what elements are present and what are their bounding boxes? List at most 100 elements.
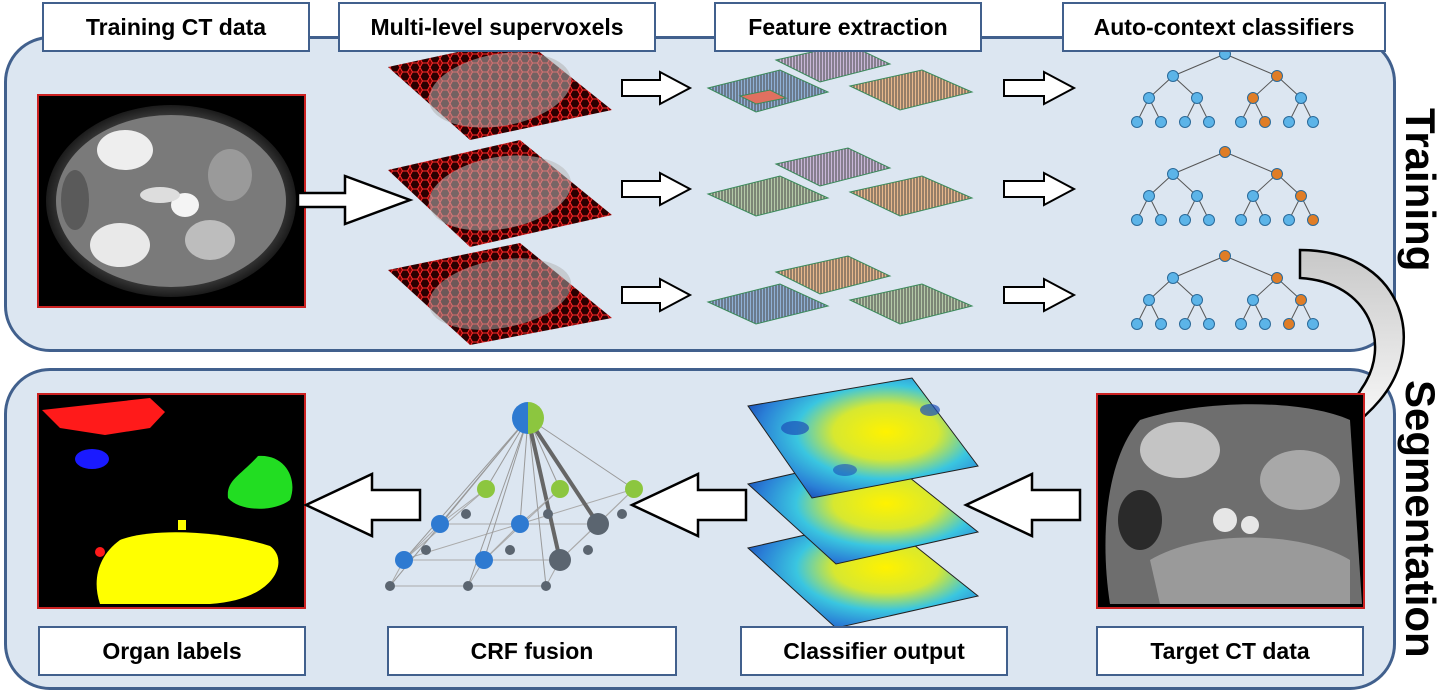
crf-root-node-left xyxy=(512,402,528,434)
tree-node xyxy=(1247,92,1259,104)
arrow-small-2 xyxy=(621,171,693,207)
crf-node xyxy=(617,509,627,519)
tree-node xyxy=(1295,294,1307,306)
crf-edge xyxy=(526,417,562,561)
label-multi-level-supervoxels: Multi-level supervoxels xyxy=(338,2,656,52)
tree-node xyxy=(1271,272,1283,284)
tree-node xyxy=(1191,92,1203,104)
arrow-ct-to-supervoxels xyxy=(296,174,414,226)
crf-node xyxy=(549,549,571,571)
arrow-small-6 xyxy=(1003,277,1077,313)
tree-node xyxy=(1219,146,1231,158)
tree-edge xyxy=(1224,151,1278,175)
crf-root-node-right xyxy=(528,402,544,434)
tree-node xyxy=(1191,190,1203,202)
tree-node xyxy=(1179,318,1191,330)
feature-grids-1 xyxy=(706,43,974,113)
crf-edge xyxy=(527,417,635,490)
supervoxel-slice-3 xyxy=(388,243,612,345)
tree-node xyxy=(1203,214,1215,226)
tree-node xyxy=(1271,168,1283,180)
crf-node xyxy=(463,581,473,591)
training-ct-image xyxy=(37,94,306,308)
organ-labels-image xyxy=(37,393,306,609)
crf-edge xyxy=(439,488,487,525)
tree-edge xyxy=(1172,53,1226,77)
crf-node xyxy=(475,551,493,569)
tree-node xyxy=(1191,294,1203,306)
crf-edge xyxy=(527,417,547,587)
arrow-small-5 xyxy=(1003,171,1077,207)
tree-node xyxy=(1235,214,1247,226)
crf-node xyxy=(583,545,593,555)
tree-node xyxy=(1179,214,1191,226)
auto-context-trees xyxy=(1131,48,1319,330)
tree-edge xyxy=(1224,255,1278,279)
crf-node xyxy=(551,480,569,498)
label-feature-extraction: Feature extraction xyxy=(714,2,982,52)
tree-node xyxy=(1247,190,1259,202)
crf-node xyxy=(461,509,471,519)
crf-node xyxy=(477,480,495,498)
tree-edge xyxy=(1172,151,1226,175)
feature-grids-2 xyxy=(706,147,974,217)
crf-edge xyxy=(519,417,529,525)
label-target-ct-data: Target CT data xyxy=(1096,626,1364,676)
tree-node xyxy=(1167,168,1179,180)
tree-node xyxy=(1283,116,1295,128)
arrow-crf-to-labels xyxy=(303,472,422,538)
crf-graph xyxy=(385,402,643,591)
crf-edge xyxy=(526,416,600,526)
crf-node xyxy=(625,480,643,498)
target-ct-image xyxy=(1096,393,1365,609)
arrow-small-3 xyxy=(621,277,693,313)
tree-node xyxy=(1143,190,1155,202)
tree-node xyxy=(1131,318,1143,330)
feature-grids-3 xyxy=(706,255,974,325)
tree-node xyxy=(1307,214,1319,226)
tree-edge xyxy=(1172,255,1226,279)
tree-node xyxy=(1203,318,1215,330)
tree-node xyxy=(1259,116,1271,128)
tree-node xyxy=(1283,318,1295,330)
tree-node xyxy=(1247,294,1259,306)
tree-node xyxy=(1179,116,1191,128)
tree-node xyxy=(1259,214,1271,226)
crf-node xyxy=(421,545,431,555)
supervoxel-slice-1 xyxy=(388,38,612,140)
arrow-classifier-to-crf xyxy=(629,472,748,538)
crf-edge xyxy=(403,417,529,561)
tree-node xyxy=(1307,116,1319,128)
tree-node xyxy=(1155,116,1167,128)
crf-edge xyxy=(483,417,529,561)
tree-node xyxy=(1307,318,1319,330)
arrow-small-4 xyxy=(1003,70,1077,106)
crf-node xyxy=(395,551,413,569)
label-classifier-output: Classifier output xyxy=(740,626,1008,676)
tree-node xyxy=(1219,250,1231,262)
tree-node xyxy=(1167,272,1179,284)
crf-node xyxy=(505,545,515,555)
tree-node xyxy=(1259,318,1271,330)
side-label-segmentation: Segmentation xyxy=(1397,380,1444,658)
tree-node xyxy=(1155,318,1167,330)
crf-node xyxy=(385,581,395,591)
crf-node xyxy=(541,581,551,591)
label-training-ct-data: Training CT data xyxy=(42,2,310,52)
crf-node xyxy=(431,515,449,533)
tree-node xyxy=(1295,92,1307,104)
tree-node xyxy=(1203,116,1215,128)
tree-node xyxy=(1271,70,1283,82)
crf-node xyxy=(587,513,609,535)
tree-node xyxy=(1235,116,1247,128)
supervoxel-slice-2 xyxy=(388,140,612,247)
arrow-small-1 xyxy=(621,70,693,106)
arrow-target-to-classifier xyxy=(963,472,1082,538)
label-organ-labels: Organ labels xyxy=(38,626,306,676)
tree-edge xyxy=(1224,53,1278,77)
tree-node xyxy=(1131,116,1143,128)
tree-node xyxy=(1143,92,1155,104)
crf-node xyxy=(511,515,529,533)
tree-node xyxy=(1143,294,1155,306)
